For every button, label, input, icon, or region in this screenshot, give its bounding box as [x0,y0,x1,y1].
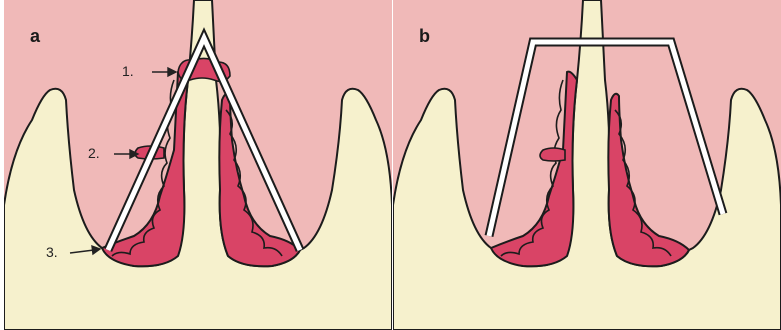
panel-a-illustration [4,0,392,330]
callout-label-2: 2. [88,145,100,161]
panel-label: a [30,26,40,47]
panel-b-illustration [393,0,781,330]
panel-a: a 1. 2. 3. [4,0,392,330]
callout-label-3: 3. [46,244,58,260]
panel-label: b [419,26,430,47]
panel-b: b [393,0,781,330]
lesion-2 [540,148,565,161]
callout-label-1: 1. [122,63,134,79]
